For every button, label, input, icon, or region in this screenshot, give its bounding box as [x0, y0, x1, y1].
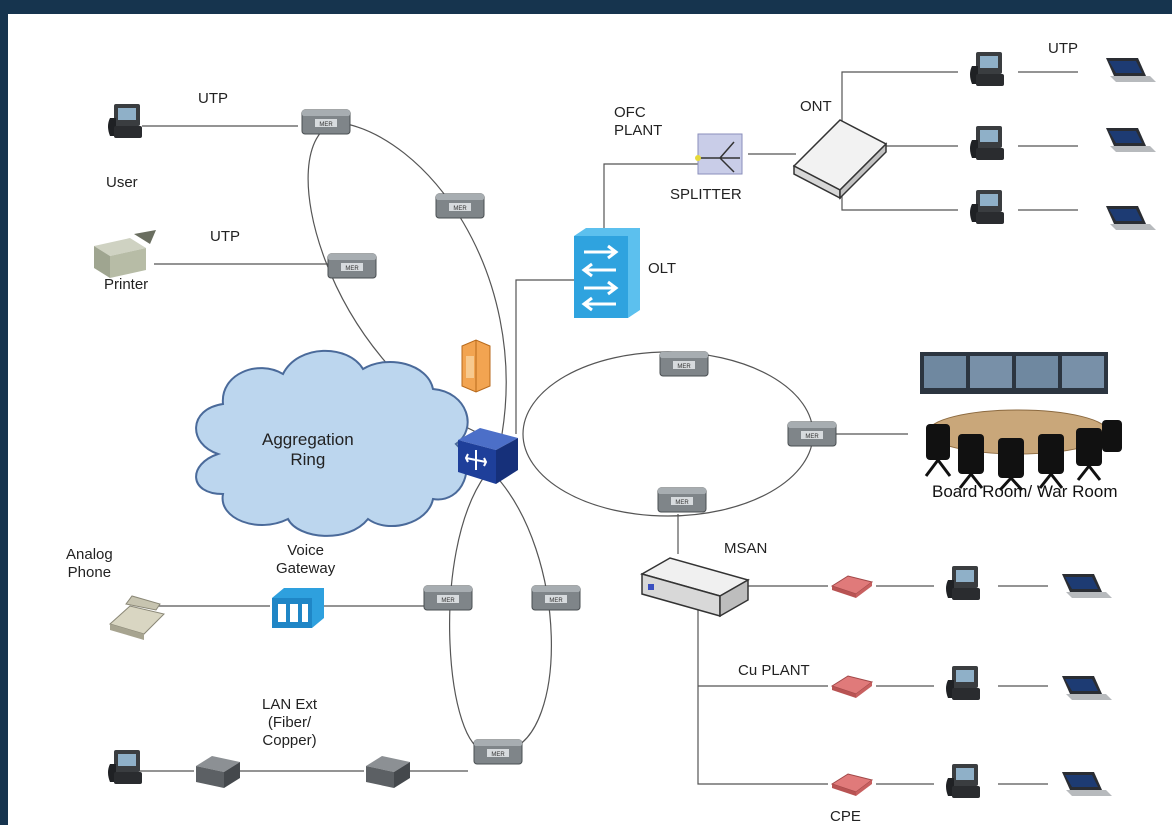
- board-room-image: [920, 352, 1122, 492]
- network-diagram: MER: [94, 52, 1156, 798]
- laptop-icon: [1106, 58, 1156, 82]
- network-device-icon: [301, 109, 351, 135]
- utp-label-top-right: UTP: [1048, 40, 1078, 57]
- analog-phone-icon: [109, 595, 165, 640]
- network-device-icon: [435, 193, 485, 219]
- ip-phone-icon: [970, 190, 1004, 224]
- msan-icon: [640, 557, 750, 618]
- utp-label-printer: UTP: [210, 228, 240, 245]
- laptop-icon: [1062, 676, 1112, 700]
- olt-label: OLT: [648, 260, 677, 277]
- ip-phone-icon: [946, 666, 980, 700]
- lan-extender-icon: [196, 756, 240, 788]
- splitter-icon: [695, 133, 743, 175]
- laptop-icon: [1106, 128, 1156, 152]
- laptop-icon: [1062, 772, 1112, 796]
- cu-plant-label: Cu PLANT: [738, 662, 810, 679]
- ip-phone-icon: [108, 750, 142, 784]
- printer-label: Printer: [104, 276, 149, 293]
- ip-phone-icon: [108, 104, 142, 138]
- network-device-icon: [423, 585, 473, 611]
- network-device-icon: [531, 585, 581, 611]
- aggregation-ring-label: Aggregation Ring: [262, 430, 354, 470]
- cpe-icon: [831, 773, 873, 797]
- ip-phone-icon: [970, 126, 1004, 160]
- core-switch-icon: [458, 428, 518, 484]
- voice-gateway-icon: [272, 588, 324, 628]
- lan-ext-label: LAN Ext (Fiber/ Copper): [262, 696, 318, 749]
- user-label: User: [106, 174, 138, 191]
- olt-icon: [574, 228, 640, 318]
- network-device-icon: [659, 351, 709, 377]
- ip-phone-icon: [970, 52, 1004, 86]
- board-room-label: Board Room/ War Room: [932, 482, 1118, 501]
- aggregation-ring-cloud: [195, 349, 469, 537]
- printer-icon: [94, 230, 156, 278]
- network-device-icon: [473, 739, 523, 765]
- voice-gateway-label: Voice Gateway: [276, 542, 336, 577]
- network-diagram-canvas: MER: [8, 14, 1172, 825]
- cpe-icon: [831, 675, 873, 699]
- cpe-label: CPE: [830, 808, 861, 825]
- ont-icon: [792, 119, 888, 200]
- laptop-icon: [1106, 206, 1156, 230]
- laptop-icon: [1062, 574, 1112, 598]
- firewall-icon: [461, 339, 491, 393]
- splitter-label: SPLITTER: [670, 186, 742, 203]
- lan-extender-icon: [366, 756, 410, 788]
- ip-phone-icon: [946, 566, 980, 600]
- cpe-icon: [831, 575, 873, 599]
- ip-phone-icon: [946, 764, 980, 798]
- network-device-icon: [327, 253, 377, 279]
- ofc-plant-label: OFC PLANT: [614, 104, 663, 139]
- ont-label: ONT: [800, 98, 832, 115]
- network-device-icon: [657, 487, 707, 513]
- network-device-icon: [787, 421, 837, 447]
- utp-label-top-left: UTP: [198, 90, 228, 107]
- analog-phone-label: Analog Phone: [66, 546, 113, 581]
- msan-label: MSAN: [724, 540, 768, 557]
